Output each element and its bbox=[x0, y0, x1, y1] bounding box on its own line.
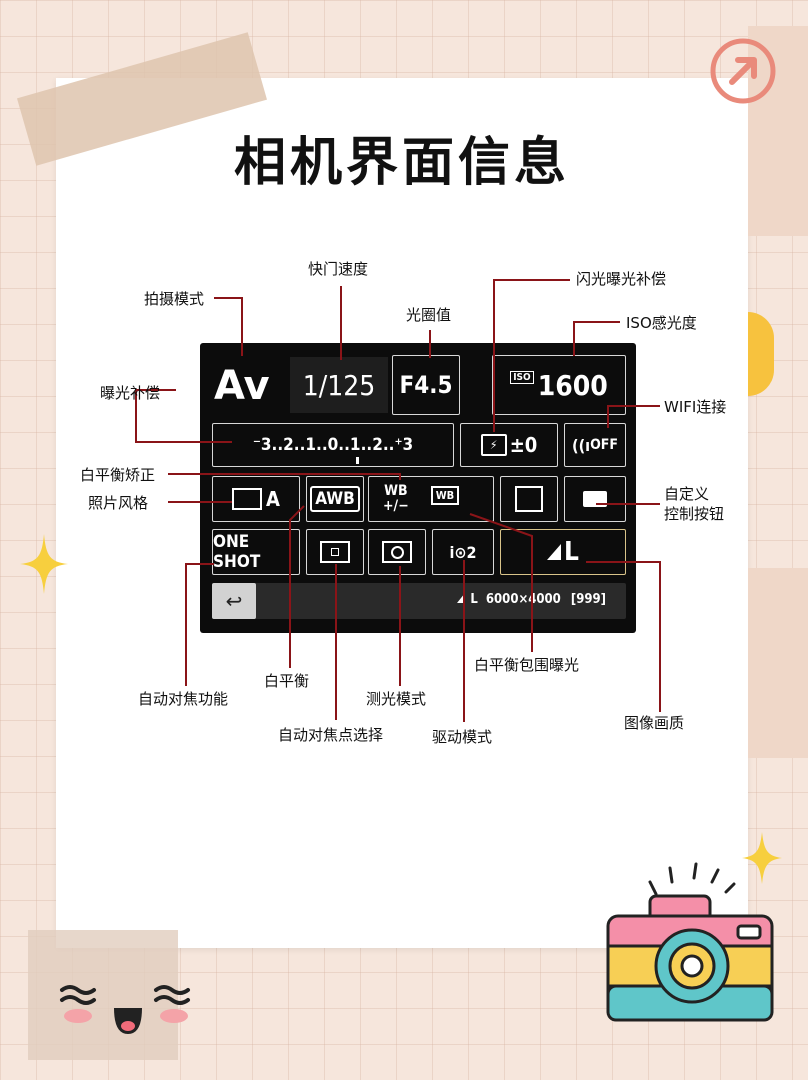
iso-tag: ISO bbox=[510, 370, 534, 384]
label-wb-bracketing: 白平衡包围曝光 bbox=[474, 656, 580, 674]
tape-bottom bbox=[28, 930, 178, 1060]
label-aperture: 光圈值 bbox=[406, 306, 452, 324]
wb-value: AWB bbox=[310, 486, 360, 512]
label-af-point: 自动对焦点选择 bbox=[278, 726, 384, 744]
wb-bracket-icon: WB bbox=[430, 485, 460, 505]
wifi-icon: ((ı bbox=[571, 435, 591, 455]
wb-display[interactable]: AWB bbox=[306, 476, 364, 522]
wifi-status: OFF bbox=[590, 437, 618, 453]
status-bar: ↩ L 6000×4000 [999] bbox=[212, 583, 626, 619]
label-custom-control: 自定义 控制按钮 bbox=[664, 484, 724, 524]
picture-style-display[interactable]: A bbox=[212, 476, 300, 522]
sparkle-icon bbox=[20, 534, 68, 594]
wb-shift-bottom: +/− bbox=[383, 498, 409, 514]
quality-icon bbox=[547, 544, 562, 560]
camera-screen: Av 1/125 F4.5 ISO 1600 ⁻3..2..1..0..1..2… bbox=[200, 343, 636, 633]
label-metering: 测光模式 bbox=[366, 690, 427, 708]
picture-style-value: A bbox=[266, 487, 280, 511]
label-exposure-comp: 曝光补偿 bbox=[100, 384, 161, 402]
status-quality: L bbox=[470, 592, 478, 607]
aperture-display: F4.5 bbox=[392, 355, 460, 415]
flash-comp-value: ±0 bbox=[509, 433, 538, 457]
quality-display[interactable]: L bbox=[500, 529, 626, 575]
status-shots: [999] bbox=[570, 592, 606, 607]
metering-icon bbox=[382, 541, 412, 563]
status-text: L 6000×4000 [999] bbox=[457, 592, 606, 607]
status-size: 6000×4000 bbox=[485, 592, 561, 607]
camera-illustration-icon bbox=[606, 862, 774, 1022]
grey-panel bbox=[748, 26, 808, 236]
wb-shift-label: WB +/− bbox=[383, 484, 409, 514]
label-iso: ISO感光度 bbox=[626, 314, 697, 332]
picture-style-icon bbox=[232, 488, 263, 510]
drive-value: 2 bbox=[466, 542, 477, 562]
quality-value: L bbox=[564, 537, 579, 567]
label-custom-1: 自定义 bbox=[664, 485, 710, 503]
exposure-scale-text: ⁻3..2..1..0..1..2..⁺3 bbox=[252, 435, 414, 455]
label-wifi: WIFI连接 bbox=[664, 398, 727, 416]
arrow-badge-icon bbox=[710, 38, 776, 104]
custom-control-1[interactable] bbox=[500, 476, 558, 522]
exposure-indicator bbox=[356, 457, 359, 464]
sparkle-icon-small bbox=[742, 832, 782, 884]
metering-display[interactable] bbox=[368, 529, 426, 575]
wb-shift-top: WB bbox=[384, 483, 408, 499]
label-flash-comp: 闪光曝光补偿 bbox=[576, 270, 667, 288]
label-picture-style: 照片风格 bbox=[88, 494, 149, 512]
smiley-face-icon bbox=[60, 985, 190, 1034]
wb-shift-display[interactable]: WB +/− WB bbox=[368, 476, 494, 522]
status-quality-icon bbox=[457, 593, 466, 603]
mode-display: Av bbox=[214, 363, 270, 409]
label-shutter-speed: 快门速度 bbox=[308, 260, 369, 278]
label-af-operation: 自动对焦功能 bbox=[138, 690, 229, 708]
shutter-display: 1/125 bbox=[290, 357, 388, 413]
iso-value: 1600 bbox=[537, 368, 608, 402]
page-title: 相机界面信息 bbox=[233, 133, 570, 193]
exposure-scale: ⁻3..2..1..0..1..2..⁺3 bbox=[212, 423, 454, 467]
back-button[interactable]: ↩ bbox=[212, 583, 256, 619]
label-wb-correction: 白平衡矫正 bbox=[80, 466, 156, 484]
flash-icon: ⚡ bbox=[480, 434, 507, 456]
iso-display: ISO 1600 bbox=[492, 355, 626, 415]
label-shooting-mode: 拍摄模式 bbox=[144, 290, 205, 308]
label-white-balance: 白平衡 bbox=[264, 672, 310, 690]
yellow-half-circle bbox=[748, 312, 774, 396]
af-point-icon bbox=[320, 541, 350, 563]
grey-panel-lower bbox=[748, 568, 808, 758]
label-image-quality: 图像画质 bbox=[624, 714, 685, 732]
label-custom-2: 控制按钮 bbox=[664, 505, 725, 523]
custom-portrait-icon bbox=[515, 486, 543, 512]
self-timer-icon: ⅰ⊙ bbox=[449, 542, 467, 562]
flash-comp-display: ⚡ ±0 bbox=[460, 423, 558, 467]
af-mode-display[interactable]: ONE SHOT bbox=[212, 529, 300, 575]
label-drive-mode: 驱动模式 bbox=[432, 728, 493, 746]
